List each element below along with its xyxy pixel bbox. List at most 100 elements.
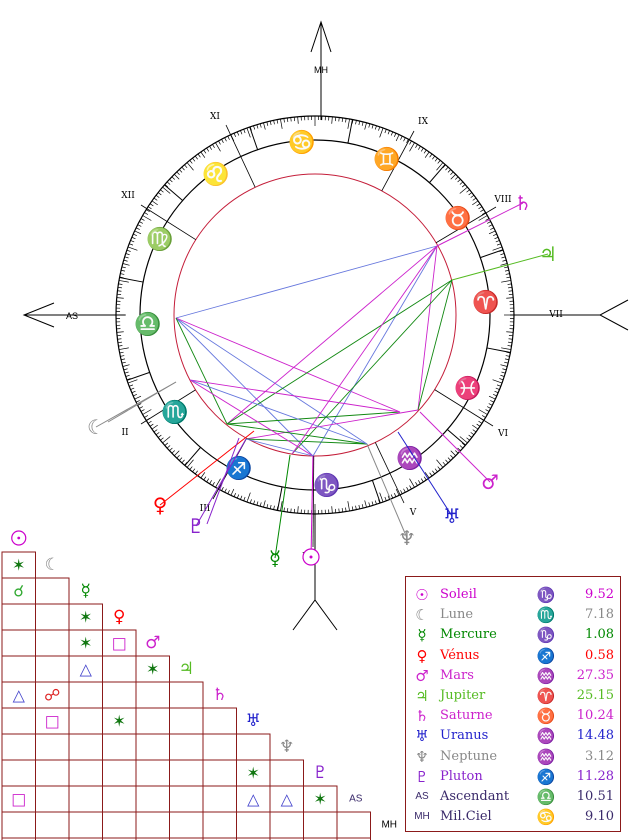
planet-legend: ☉Soleil♑9.52☾Lune♏7.18☿Mercure♑1.08♀Vénu… [405, 576, 621, 832]
degree-tick [450, 171, 454, 175]
grid-cell [303, 811, 338, 839]
house-label-vii: VII [548, 310, 563, 320]
legend-degree: 14.48 [576, 728, 614, 744]
degree-tick [246, 127, 251, 138]
grid-cell [135, 785, 170, 813]
aspect-line [245, 409, 419, 440]
aspect-symbol: ✶ [146, 660, 159, 679]
degree-tick [445, 459, 449, 464]
legend-planet-icon: ♂ [415, 666, 429, 685]
degree-tick [140, 218, 145, 221]
degree-tick [131, 390, 136, 394]
legend-planet-icon: ☿ [417, 626, 427, 645]
ic-fork [292, 599, 338, 631]
house-label-vi: VI [497, 429, 508, 439]
legend-sign-icon: ♐ [536, 767, 556, 786]
degree-tick [459, 181, 464, 185]
grid-cell [1, 603, 36, 631]
aspect-line [312, 245, 438, 457]
degree-tick [368, 123, 371, 128]
degree-tick [256, 124, 259, 129]
sun-pointer-line [310, 455, 314, 558]
degree-tick [224, 137, 227, 142]
pluto-icon: ♇ [187, 514, 205, 538]
aspect-symbol: ✶ [79, 634, 92, 653]
zodiac-sign-glyph: ♌ [202, 162, 229, 188]
degree-tick [121, 358, 126, 361]
degree-tick [194, 155, 198, 160]
legend-planet-name: Vénus [440, 647, 480, 663]
degree-tick [500, 364, 508, 367]
degree-tick [203, 149, 207, 154]
degree-tick [256, 501, 259, 506]
degree-tick [215, 478, 221, 488]
degree-tick [174, 174, 180, 180]
degree-tick [144, 212, 149, 215]
degree-tick [459, 186, 468, 194]
grid-cell [1, 655, 36, 683]
sign-boundary [480, 249, 504, 259]
sign-boundary [249, 126, 259, 150]
degree-tick [130, 387, 135, 390]
degree-tick [470, 194, 475, 198]
grid-cell [202, 785, 237, 813]
legend-row: ♅Uranus♒14.48 [406, 726, 622, 746]
zodiac-sign-glyph: ♉ [444, 206, 471, 232]
degree-tick [164, 442, 169, 446]
degree-tick [478, 420, 483, 424]
degree-tick [506, 331, 514, 333]
degree-tick [472, 200, 479, 206]
grid-cell [35, 655, 70, 683]
degree-tick [355, 505, 357, 510]
degree-tick [459, 436, 468, 444]
degree-tick [118, 280, 129, 283]
as-axis-label: AS [66, 311, 78, 321]
legend-planet-name: Mercure [440, 627, 497, 643]
legend-degree: 10.51 [576, 789, 614, 804]
mh-arrow [310, 20, 332, 53]
legend-planet-icon: ♆ [415, 747, 429, 766]
degree-tick [457, 447, 461, 451]
aspect-line [175, 317, 228, 425]
grid-cell [68, 837, 103, 840]
aspect-line [226, 411, 401, 425]
legend-sign-icon: ♏ [536, 606, 556, 625]
neptune-pointer-line [366, 443, 408, 539]
degree-tick [476, 423, 481, 427]
degree-tick [160, 189, 164, 193]
degree-tick [476, 203, 481, 207]
grid-cell [35, 733, 70, 761]
degree-tick [490, 227, 495, 230]
grid-cell [1, 733, 36, 761]
degree-tick [135, 227, 140, 230]
degree-tick [123, 368, 128, 371]
degree-tick [280, 118, 283, 129]
degree-tick [155, 194, 160, 198]
grid-cell [135, 707, 170, 735]
house-cusp-line [435, 206, 497, 244]
grid-cell [68, 707, 103, 735]
degree-tick [179, 457, 183, 461]
degree-tick [364, 122, 367, 130]
aspect-symbol: △ [281, 790, 294, 809]
degree-tick [130, 240, 135, 243]
degree-tick [341, 117, 344, 122]
degree-tick [176, 171, 180, 175]
degree-tick [501, 347, 512, 350]
degree-tick [361, 121, 364, 126]
degree-tick [506, 276, 511, 279]
degree-tick [455, 176, 459, 180]
degree-tick [423, 149, 427, 154]
degree-tick [134, 395, 142, 400]
degree-tick [184, 164, 188, 169]
degree-tick [133, 233, 138, 237]
degree-tick [409, 478, 415, 488]
degree-tick [200, 472, 206, 479]
degree-tick [192, 468, 196, 473]
legend-sign-icon: ♑ [536, 626, 556, 645]
grid-header-label: ♆ [279, 737, 294, 757]
grid-cell [202, 759, 237, 787]
aspect-symbol: □ [45, 712, 60, 731]
moon-pointer-line-2 [107, 381, 177, 423]
